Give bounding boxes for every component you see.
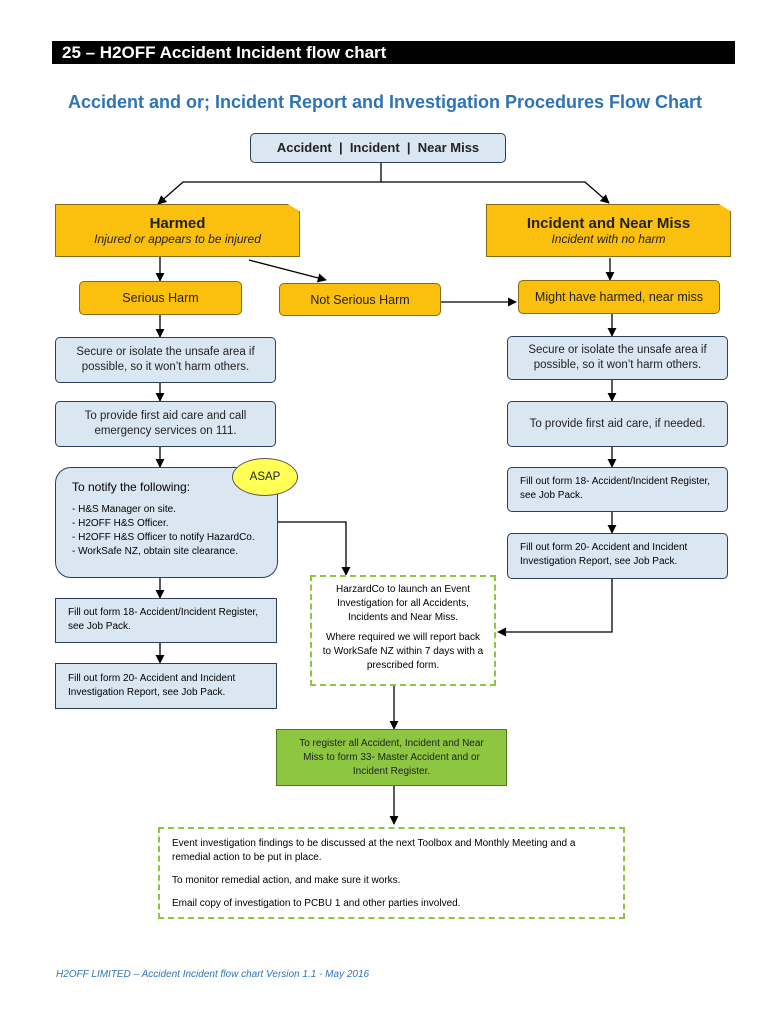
notify-item: - H&S Manager on site. (72, 504, 176, 515)
node-serious-harm: Serious Harm (79, 281, 242, 315)
final-text-2: To monitor remedial action, and make sur… (172, 875, 401, 886)
notify-heading: To notify the following: (72, 480, 191, 494)
arrow-top-to-harmed (157, 162, 382, 205)
node-title: Incident and Near Miss (526, 215, 691, 232)
notify-item: - WorkSafe NZ, obtain site clearance. (72, 546, 238, 557)
final-text-3: Email copy of investigation to PCBU 1 an… (172, 898, 461, 909)
chart-title: Accident and or; Incident Report and Inv… (67, 92, 703, 112)
node-form18-right: Fill out form 18- Accident/Incident Regi… (507, 467, 728, 512)
arrow-top-to-incident (381, 181, 610, 204)
final-text-1: Event investigation findings to be discu… (172, 838, 576, 863)
node-remedial-actions: Event investigation findings to be discu… (158, 827, 625, 919)
node-incident-near-miss: Incident and Near Miss Incident with no … (486, 204, 731, 257)
arrow-notify-to-hazardco (278, 521, 351, 576)
node-label: To provide first aid care and call emerg… (84, 410, 247, 437)
node-label: Secure or isolate the unsafe area if pos… (76, 346, 255, 373)
node-label: Not Serious Harm (310, 292, 410, 307)
node-label: Accident | Incident | Near Miss (276, 140, 480, 155)
arrow-form20-right-to-hazardco (497, 579, 613, 637)
node-form18-left: Fill out form 18- Accident/Incident Regi… (55, 598, 277, 643)
hazardco-text-1: HarzardCo to launch an Event Investigati… (336, 584, 470, 623)
asap-label: ASAP (249, 471, 281, 483)
notify-list: - H&S Manager on site. - H2OFF H&S Offic… (72, 503, 277, 559)
notify-item: - H2OFF H&S Officer to notify HazardCo. (72, 532, 255, 543)
node-label: Secure or isolate the unsafe area if pos… (528, 344, 707, 371)
node-might-have-harmed: Might have harmed, near miss (518, 280, 720, 314)
node-not-serious-harm: Not Serious Harm (279, 283, 441, 316)
arrow-harmed-to-notserious (248, 259, 327, 283)
node-first-aid-left: To provide first aid care and call emerg… (55, 401, 276, 447)
node-form20-left: Fill out form 20- Accident and Incident … (55, 663, 277, 709)
node-label: Serious Harm (122, 291, 199, 305)
hazardco-text-2: Where required we will report back to Wo… (322, 632, 484, 671)
node-secure-area-left: Secure or isolate the unsafe area if pos… (55, 337, 276, 383)
node-first-aid-right: To provide first aid care, if needed. (507, 401, 728, 447)
page-header: 25 – H2OFF Accident Incident flow chart (52, 41, 735, 64)
node-master-register: To register all Accident, Incident and N… (276, 729, 507, 786)
node-harmed: Harmed Injured or appears to be injured (55, 204, 300, 257)
asap-badge: ASAP (232, 458, 298, 496)
node-label: Fill out form 18- Accident/Incident Regi… (68, 607, 259, 632)
node-label: To register all Accident, Incident and N… (299, 737, 484, 777)
node-label: Fill out form 20- Accident and Incident … (520, 542, 688, 567)
node-secure-area-right: Secure or isolate the unsafe area if pos… (507, 336, 728, 380)
node-hazardco-investigation: HarzardCo to launch an Event Investigati… (310, 575, 496, 686)
node-label: Fill out form 20- Accident and Incident … (68, 673, 236, 698)
node-subtitle: Injured or appears to be injured (94, 232, 261, 246)
node-label: To provide first aid care, if needed. (529, 417, 706, 430)
notify-item: - H2OFF H&S Officer. (72, 518, 169, 529)
node-subtitle: Incident with no harm (551, 232, 666, 246)
node-accident-incident-near-miss: Accident | Incident | Near Miss (250, 133, 506, 163)
node-form20-right: Fill out form 20- Accident and Incident … (507, 533, 728, 579)
node-label: Might have harmed, near miss (534, 290, 704, 304)
node-title: Harmed (149, 215, 206, 232)
node-label: Fill out form 18- Accident/Incident Regi… (520, 476, 711, 501)
page-footer: H2OFF LIMITED – Accident Incident flow c… (56, 969, 370, 980)
